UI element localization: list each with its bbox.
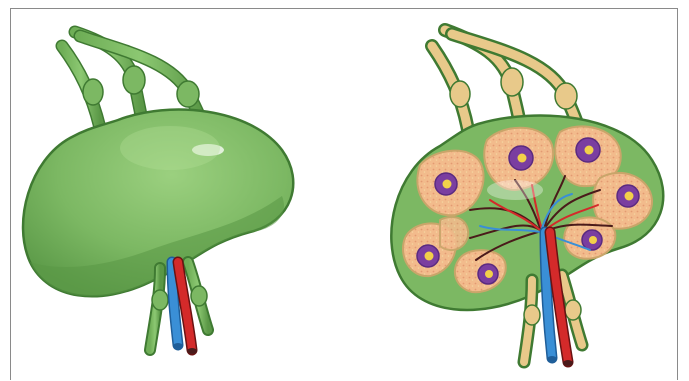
germinal-glow xyxy=(487,180,543,200)
cross-section-lymph-node xyxy=(391,30,663,366)
external-lymph-node xyxy=(23,32,293,354)
